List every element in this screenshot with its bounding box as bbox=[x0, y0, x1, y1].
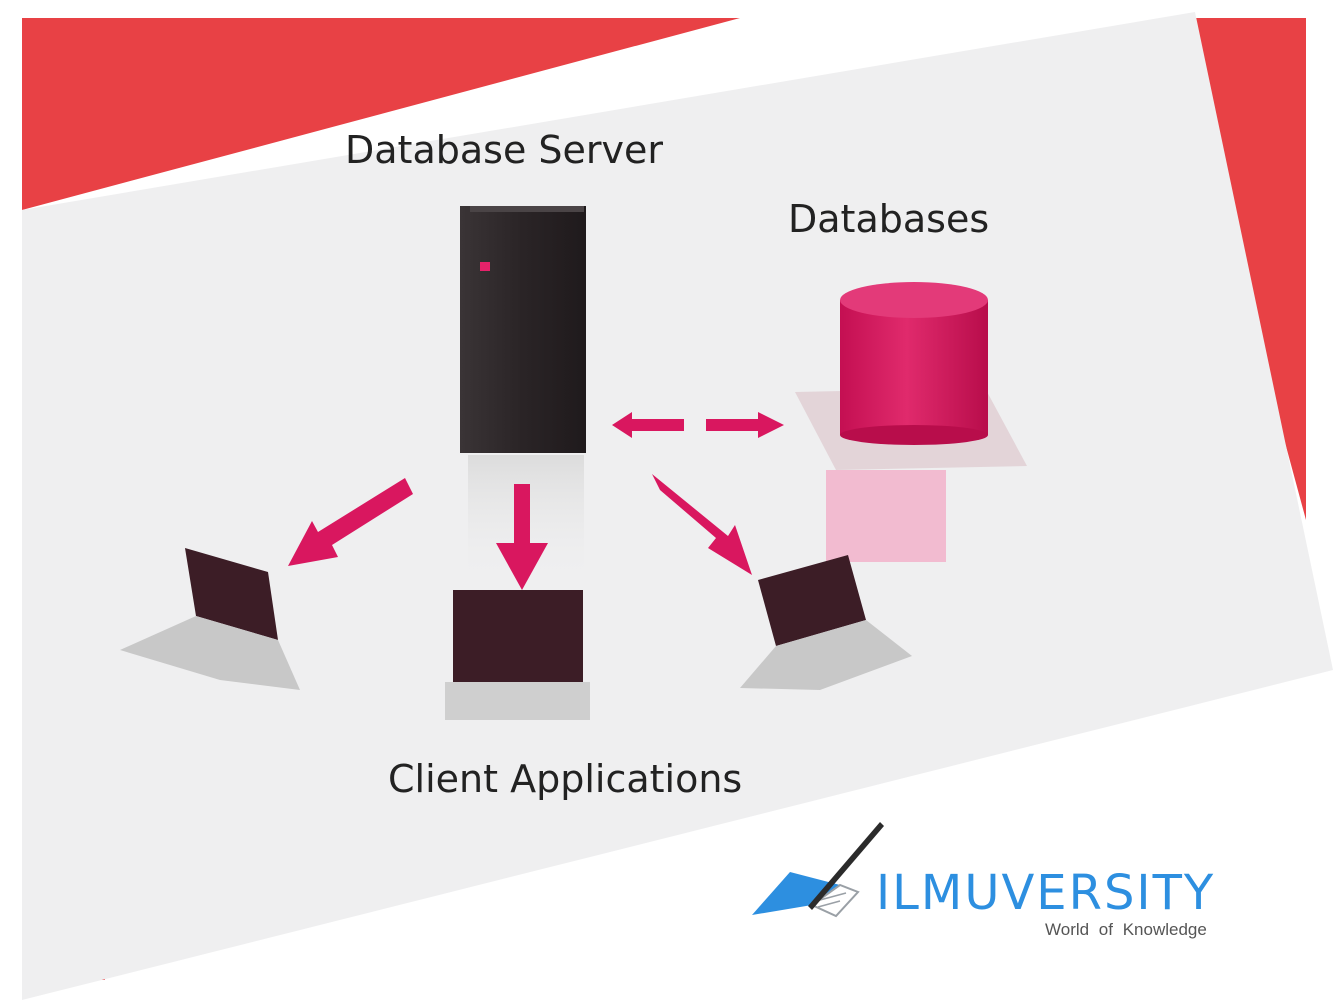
client-applications-label: Client Applications bbox=[388, 757, 743, 801]
server-database-arrow-icon bbox=[612, 412, 784, 438]
brand-tagline: World of Knowledge bbox=[1045, 920, 1207, 939]
laptop-center-icon bbox=[445, 590, 590, 720]
brand-logo: ILMUVERSITY World of Knowledge bbox=[748, 818, 1268, 948]
diagram-panel bbox=[22, 12, 1333, 1000]
database-cylinder-icon bbox=[840, 282, 988, 445]
book-and-quill-icon bbox=[752, 822, 884, 918]
brand-name: ILMUVERSITY bbox=[876, 865, 1216, 921]
laptop-left-icon bbox=[120, 548, 300, 690]
server-tower-icon bbox=[460, 206, 586, 453]
database-server-label: Database Server bbox=[345, 128, 664, 172]
arrow-to-left-client-icon bbox=[288, 478, 413, 566]
red-corner-top-left bbox=[22, 18, 740, 210]
arrow-to-center-client-icon bbox=[496, 484, 548, 590]
arrow-to-right-client-icon bbox=[652, 474, 752, 575]
laptop-right-icon bbox=[740, 555, 912, 690]
databases-label: Databases bbox=[788, 197, 990, 241]
database-reflection bbox=[826, 470, 946, 562]
